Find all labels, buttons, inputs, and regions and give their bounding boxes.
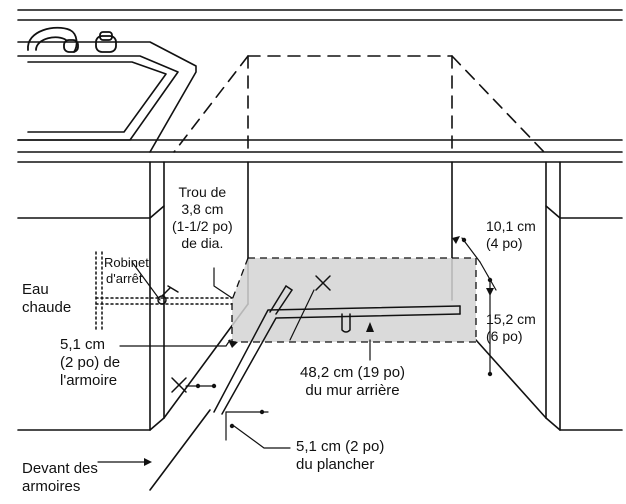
sink: [17, 41, 197, 153]
height-label: 15,2 cm (6 po): [486, 311, 536, 344]
shutoff-valve-icon: [157, 285, 179, 305]
dishwasher-outline-dashed: [173, 55, 545, 153]
top-gap-label: 10,1 cm (4 po): [486, 218, 536, 251]
rear-wall-depth-label: 48,2 cm (19 po) du mur arrière: [300, 364, 406, 399]
left-cabinet: [17, 161, 165, 431]
right-cabinet: [545, 161, 623, 431]
supply-line-dotted: [95, 251, 233, 331]
center-x-mark: [315, 275, 331, 291]
floor-distance-label: 5,1 cm (2 po) du plancher: [296, 438, 385, 473]
hole-size-label: Trou de 3,8 cm (1-1/2 po) de dia.: [172, 184, 233, 251]
cabinet-distance-label: 5,1 cm (2 po) de l'armoire: [60, 336, 121, 389]
dimension-dots: [195, 237, 493, 429]
hole-x-mark: [171, 377, 187, 393]
arrow-heads: [144, 236, 494, 466]
hot-water-pipe: [213, 285, 461, 415]
cabinet-front-label: Devant des armoires: [22, 460, 98, 495]
faucet-icon: [27, 26, 117, 53]
shaded-access-zone: [231, 257, 477, 343]
shutoff-valve-label: Robinet d'arrêt: [104, 255, 149, 286]
hot-water-label: Eau chaude: [22, 281, 72, 316]
